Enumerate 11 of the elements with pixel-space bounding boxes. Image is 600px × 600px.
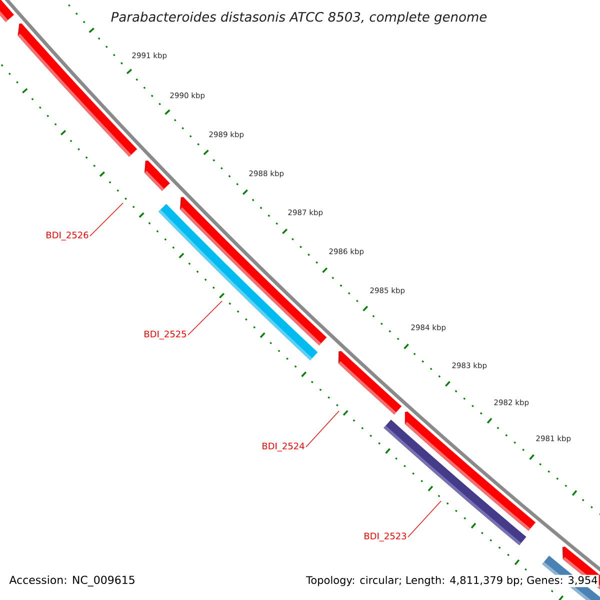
- gene-label: BDI_2524: [262, 442, 304, 452]
- leader-line: [306, 410, 340, 448]
- title: Parabacteroides distasonis ATCC 8503, complete genome: [111, 12, 487, 24]
- gene-label: BDI_2523: [364, 532, 406, 542]
- leader-line: [408, 500, 442, 538]
- gene-label: BDI_2525: [144, 330, 186, 340]
- leader-line: [188, 300, 222, 336]
- leader-line: [90, 202, 124, 236]
- accession-label: Accession: NC_009615: [9, 576, 134, 586]
- genome-info: Topology: circular; Length: 4,811,379 bp; Genes: 3,954: [305, 574, 599, 588]
- gene-label: BDI_2526: [46, 232, 88, 240]
